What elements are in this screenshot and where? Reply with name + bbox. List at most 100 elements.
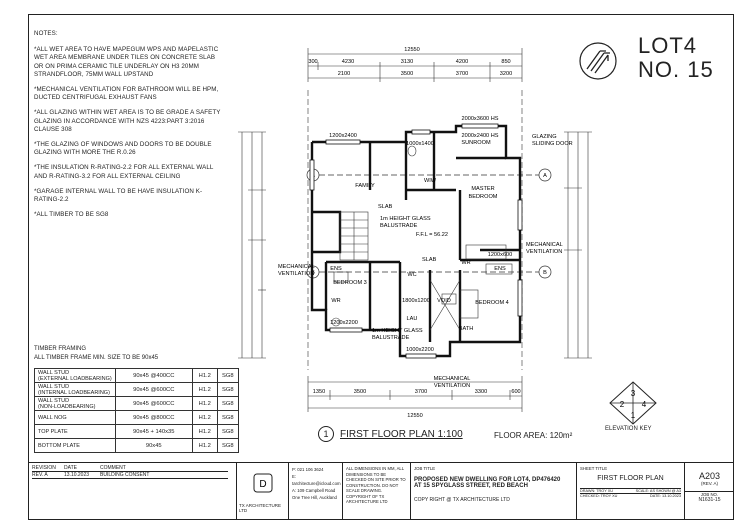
- drawing-sheet-border: [28, 14, 734, 520]
- sheet-title: FIRST FLOOR PLAN: [597, 475, 664, 482]
- lot-heading: LOT4 NO. 15: [578, 33, 728, 93]
- sheet-number-cell: A203 (REV. A) JOB NO. N1631-15: [684, 463, 734, 519]
- rev-header: DATE: [64, 465, 77, 471]
- room-void: VOID: [437, 298, 451, 304]
- room-bedroom-4: BEDROOM 4: [475, 300, 509, 306]
- row-grade: H1.2: [191, 424, 218, 439]
- room-master-bedroom: MASTER: [471, 186, 494, 192]
- room-sunroom: SUNROOM: [461, 140, 491, 146]
- architect-logo-icon: [579, 42, 617, 80]
- annotation: MECHANICAL: [434, 376, 471, 382]
- elevation-number: 3: [631, 389, 636, 398]
- dim-label: 2100: [338, 71, 350, 77]
- row-sg: SG8: [216, 368, 239, 383]
- note-item: *THE GLAZING OF WINDOWS AND DOORS TO BE …: [34, 141, 212, 157]
- window-size-label: 1200x2400: [329, 133, 357, 139]
- row-size: 90x45 + 140x35: [114, 424, 193, 439]
- dim-label: 1350: [313, 389, 325, 395]
- dim-label: 3700: [415, 389, 427, 395]
- floor-level-label: F.F.L = 56.22: [416, 232, 448, 238]
- staircase: [339, 211, 369, 261]
- room-wc: WC: [407, 272, 416, 278]
- window-size-label: 1800x1200: [402, 298, 430, 304]
- contact-cell: P: 021 106 3624 E: tarchitecture@icloud.…: [288, 463, 342, 519]
- dim-overall-top: 12550: [404, 47, 420, 53]
- disclaimer: ALL DIMENSIONS IN MM, ALL DIMENSIONS TO …: [346, 466, 406, 504]
- row-size: 90x45 @600CC: [114, 382, 193, 397]
- dim-label: 3500: [401, 71, 413, 77]
- sheet-cell: SHEET TITLE FIRST FLOOR PLAN DRAWN: TROY…: [576, 463, 684, 519]
- row-grade: H1.2: [191, 410, 218, 425]
- notes-heading: NOTES:: [34, 30, 58, 37]
- row-sg: SG8: [216, 410, 239, 425]
- note-item: *GARAGE INTERNAL WALL TO BE HAVE INSULAT…: [34, 187, 203, 204]
- dim-label: 4230: [342, 59, 354, 65]
- floor-area: FLOOR AREA: 120m²: [494, 431, 573, 440]
- notes-panel: NOTES: *ALL WET AREA TO HAVE MAPEGUM WPS…: [34, 30, 224, 226]
- row-sub: (NON-LOADBEARING): [38, 403, 96, 410]
- note-item: *THE INSULATION R-RATING-2.2 FOR ALL EXT…: [34, 164, 214, 180]
- row-sg: SG8: [216, 396, 239, 411]
- row-name: BOTTOM PLATE: [34, 438, 116, 453]
- job-no: N1631-15: [698, 497, 721, 503]
- timber-framing-heading: TIMBER FRAMING ALL TIMBER FRAME MIN. SIZ…: [34, 346, 158, 361]
- window-size-label: 1200x2200: [330, 320, 358, 326]
- top-dimensions: [307, 48, 523, 370]
- revision-label: (REV. A): [700, 481, 719, 486]
- timber-table: WALL STUD(EXTERNAL LOADBEARING)90x45 @40…: [34, 368, 239, 453]
- window-size-label: 1200x600: [488, 252, 513, 258]
- row-grade: H1.2: [191, 368, 218, 383]
- void-area: [429, 279, 461, 331]
- room-bath: BATH: [459, 326, 474, 332]
- scale: SCALE: AS SHOWN @ A3: [635, 489, 681, 493]
- grid-label: A: [543, 173, 547, 179]
- floor-plan: 12550 300 4230 3130 4200 850 2100 3500 3…: [238, 47, 592, 419]
- room-laundry: LAU: [407, 316, 418, 322]
- room-family: FAMILY: [355, 183, 375, 189]
- annotation: VENTILATION: [526, 249, 562, 255]
- job-no-label: JOB NO.: [685, 491, 734, 497]
- annotation: BALUSTRADE: [380, 223, 418, 229]
- annotation: MECHANICAL: [526, 242, 563, 248]
- revision-header: REVISION DATE COMMENT: [32, 465, 228, 472]
- contact-line: E: tarchitecture@icloud.com: [292, 474, 341, 486]
- contact-line: P: 021 106 3624: [292, 467, 324, 472]
- dim-label: 3500: [354, 389, 366, 395]
- sheet-title-label: SHEET TITLE: [580, 466, 608, 471]
- room-ensuite: ENS: [494, 266, 506, 272]
- revision-table: REVISION DATE COMMENT REV. A 13.10.2023 …: [32, 465, 228, 479]
- annotation: SLIDING DOOR: [532, 141, 573, 147]
- dim-label: 300: [308, 59, 317, 65]
- plan-title-text: FIRST FLOOR PLAN 1:100: [340, 429, 463, 440]
- row-sg: SG8: [216, 424, 239, 439]
- row-sg: SG8: [216, 382, 239, 397]
- annotation: 1m HEIGHT GLASS: [372, 328, 423, 334]
- room-wiw: WIW: [424, 178, 437, 184]
- elevation-key-icon: 3 2 4 1: [609, 381, 657, 425]
- drawn-by: DRAWN: TROY XU: [580, 489, 614, 493]
- elevation-number: 1: [631, 411, 636, 420]
- grid-label: B: [543, 270, 547, 276]
- row-grade: H1.2: [191, 438, 218, 453]
- table-row: WALL STUD(EXTERNAL LOADBEARING)90x45 @40…: [34, 368, 239, 383]
- note-item: *MECHANICAL VENTILATION FOR BATHROOM WIL…: [34, 86, 219, 102]
- dim-label: 850: [501, 59, 510, 65]
- annotation: VENTILATION: [434, 383, 470, 389]
- row-sub: (EXTERNAL LOADBEARING): [38, 375, 112, 382]
- contact-line: One Tree Hill, Auckland: [292, 495, 337, 500]
- row-grade: H1.2: [191, 396, 218, 411]
- annotation: SLAB: [422, 257, 437, 263]
- rev-cell: BUILDING CONSENT: [100, 472, 150, 478]
- room-wr: WR: [461, 260, 470, 266]
- job-title-label: JOB TITLE: [414, 466, 436, 471]
- row-size: 90x45 @400CC: [114, 368, 193, 383]
- rev-header: REVISION: [32, 465, 56, 471]
- row-name: WALL NOG: [34, 410, 116, 425]
- contact-line: A: 109 Campbell Road: [292, 488, 336, 493]
- row-size: 90x45: [114, 438, 193, 453]
- table-row: WALL STUD(INTERNAL LOADBEARING)90x45 @60…: [34, 382, 239, 397]
